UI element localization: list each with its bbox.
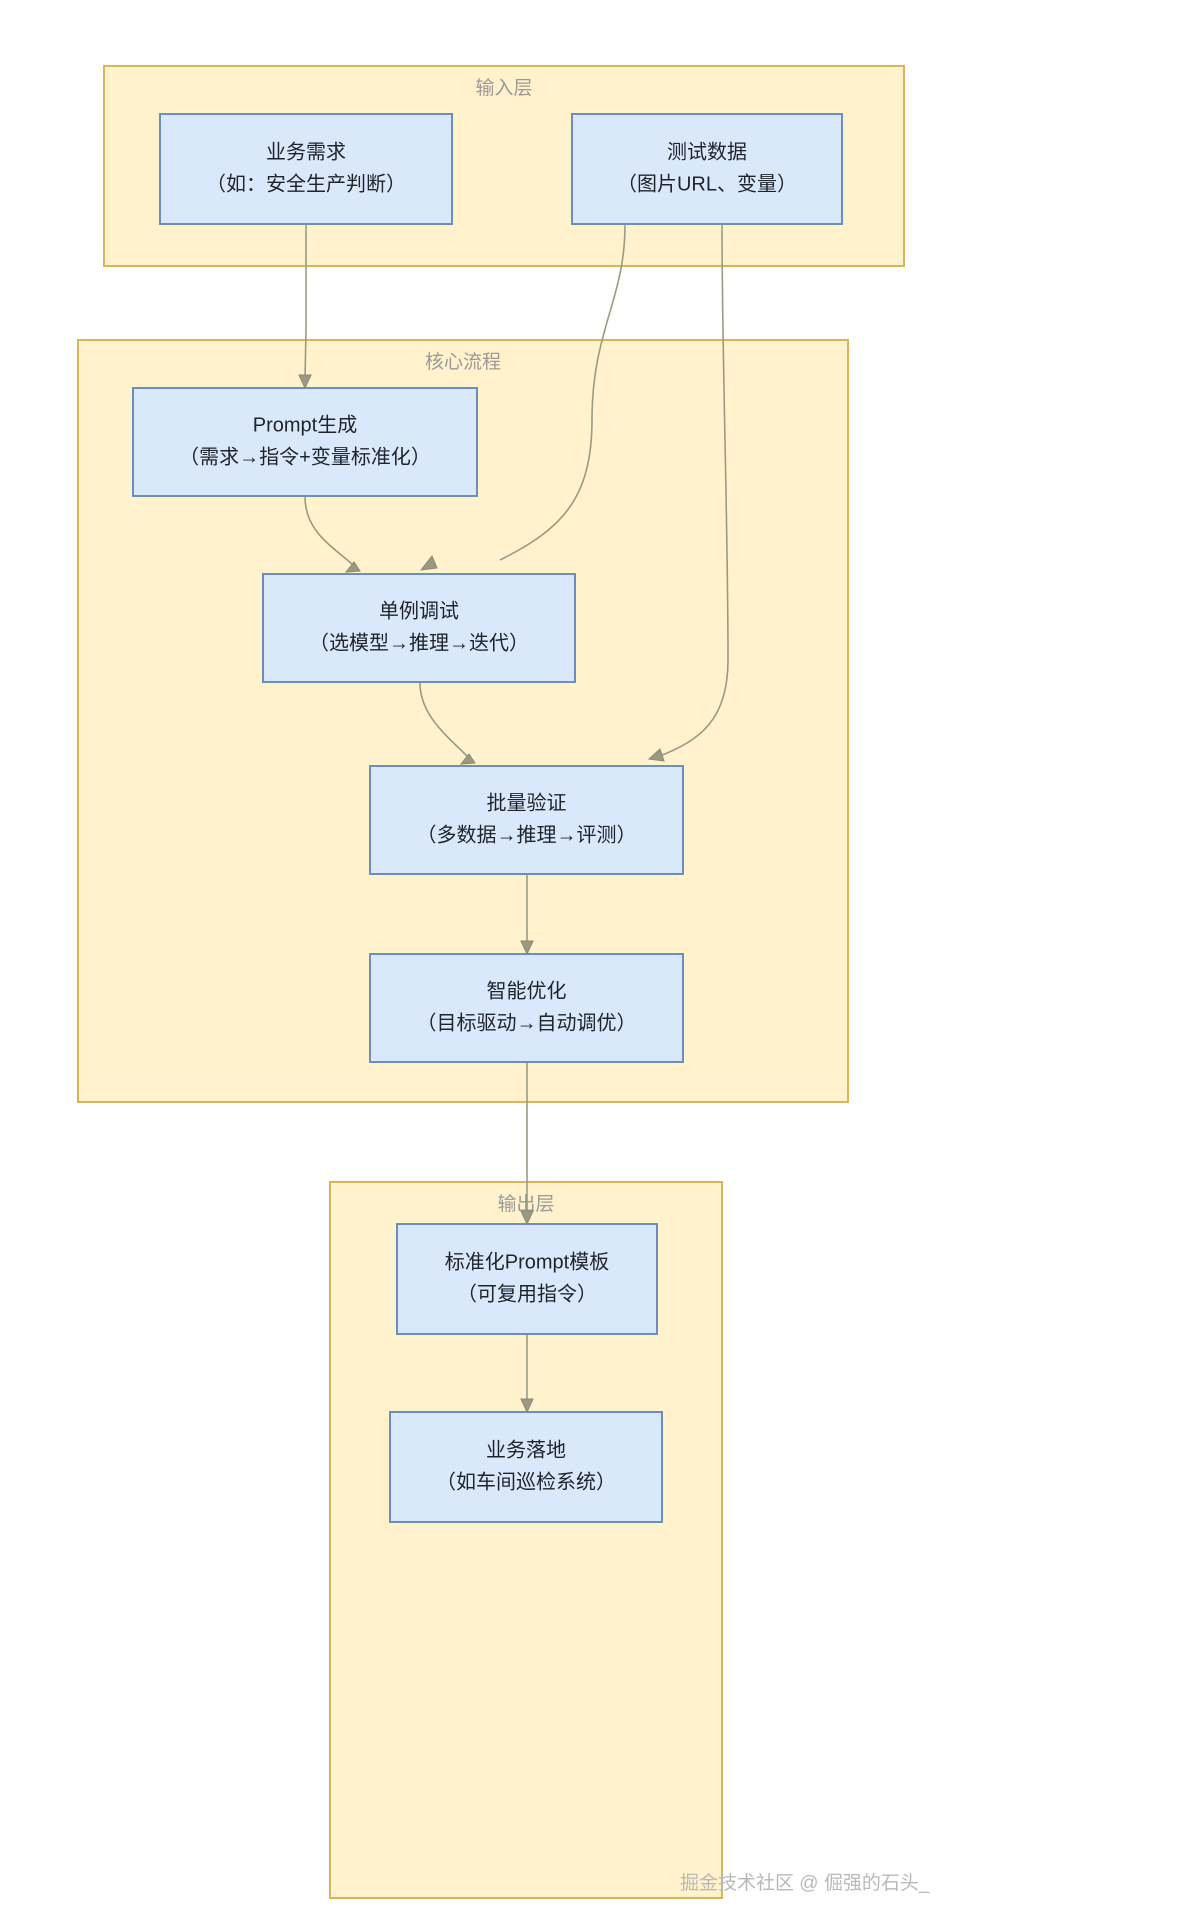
edge-batch-to-optimization	[520, 875, 534, 956]
edge-optimization-to-template	[520, 1063, 534, 1226]
node-subtitle-single-case-debug: （选模型→推理→迭代）	[309, 631, 529, 654]
node-single-case-debug[interactable]: 单例调试 （选模型→推理→迭代）	[262, 573, 576, 683]
node-title-test-data: 测试数据	[667, 140, 747, 163]
process-nodes: 业务需求 （如：安全生产判断） 测试数据 （图片URL、变量） Prompt生成 （需求→…	[132, 113, 843, 1523]
edge-requirement-to-prompt	[298, 225, 312, 390]
edge-prompt-to-single-debug-line	[304, 496, 353, 565]
node-subtitle-business-landing: （如车间巡检系统）	[436, 1470, 616, 1493]
node-title-business-landing: 业务落地	[486, 1438, 566, 1461]
node-subtitle-standard-prompt-template: （可复用指令）	[457, 1282, 597, 1305]
edge-requirement-to-prompt-line	[304, 225, 307, 379]
edge-testdata-to-single-debug-arrowhead-icon	[419, 555, 438, 571]
node-subtitle-prompt-generation: （需求→指令+变量标准化）	[179, 445, 431, 468]
node-title-single-case-debug: 单例调试	[379, 599, 459, 622]
edge-single-debug-to-batch	[419, 682, 476, 765]
edge-batch-to-optimization-arrowhead-icon	[520, 940, 534, 956]
node-title-business-requirement: 业务需求	[266, 140, 346, 163]
node-standard-prompt-template[interactable]: 标准化Prompt模板 （可复用指令）	[396, 1223, 658, 1335]
edge-template-to-landing-arrowhead-icon	[520, 1398, 534, 1414]
node-title-batch-validation: 批量验证	[487, 791, 567, 814]
node-subtitle-business-requirement: （如：安全生产判断）	[206, 172, 406, 195]
edge-template-to-landing	[520, 1335, 534, 1414]
edge-testdata-to-batch-arrowhead-icon	[647, 748, 665, 762]
edge-single-debug-to-batch-arrowhead-icon	[459, 753, 476, 765]
node-smart-optimization[interactable]: 智能优化 （目标驱动→自动调优）	[369, 953, 684, 1063]
watermark: 掘金技术社区 @ 倔强的石头_	[680, 1872, 930, 1894]
edge-requirement-to-prompt-arrowhead-icon	[298, 374, 312, 390]
edge-testdata-to-single-debug	[419, 224, 626, 571]
node-subtitle-smart-optimization: （目标驱动→自动调优）	[417, 1011, 637, 1034]
group-title-input-layer: 输入层	[475, 77, 532, 99]
edge-testdata-to-single-debug-line	[499, 224, 626, 561]
edge-testdata-to-batch	[647, 224, 729, 762]
node-prompt-generation[interactable]: Prompt生成 （需求→指令+变量标准化）	[132, 387, 478, 497]
edge-prompt-to-single-debug	[304, 496, 361, 573]
edge-single-debug-to-batch-line	[419, 682, 468, 757]
group-title-core-flow: 核心流程	[425, 351, 501, 373]
edge-testdata-to-batch-line	[659, 224, 729, 757]
edge-connectors	[298, 224, 729, 1414]
node-title-standard-prompt-template: 标准化Prompt模板	[445, 1250, 609, 1273]
watermark-label: 掘金技术社区 @ 倔强的石头_	[680, 1872, 930, 1894]
edge-optimization-to-template-arrowhead-icon	[520, 1210, 534, 1226]
group-title-output-layer: 输出层	[497, 1193, 554, 1215]
node-box-test-data[interactable]	[571, 113, 843, 225]
node-box-single-case-debug[interactable]	[262, 573, 576, 683]
node-box-prompt-generation[interactable]	[132, 387, 478, 497]
edge-prompt-to-single-debug-arrowhead-icon	[344, 561, 361, 573]
node-box-batch-validation[interactable]	[369, 765, 684, 875]
node-title-prompt-generation: Prompt生成	[253, 413, 357, 436]
node-box-smart-optimization[interactable]	[369, 953, 684, 1063]
node-box-standard-prompt-template[interactable]	[396, 1223, 658, 1335]
node-business-requirement[interactable]: 业务需求 （如：安全生产判断）	[159, 113, 453, 225]
node-business-landing[interactable]: 业务落地 （如车间巡检系统）	[389, 1411, 663, 1523]
node-subtitle-batch-validation: （多数据→推理→评测）	[417, 823, 637, 846]
node-box-business-landing[interactable]	[389, 1411, 663, 1523]
node-box-business-requirement[interactable]	[159, 113, 453, 225]
node-batch-validation[interactable]: 批量验证 （多数据→推理→评测）	[369, 765, 684, 875]
node-title-smart-optimization: 智能优化	[487, 979, 567, 1002]
node-test-data[interactable]: 测试数据 （图片URL、变量）	[571, 113, 843, 225]
node-subtitle-test-data: （图片URL、变量）	[617, 172, 797, 195]
